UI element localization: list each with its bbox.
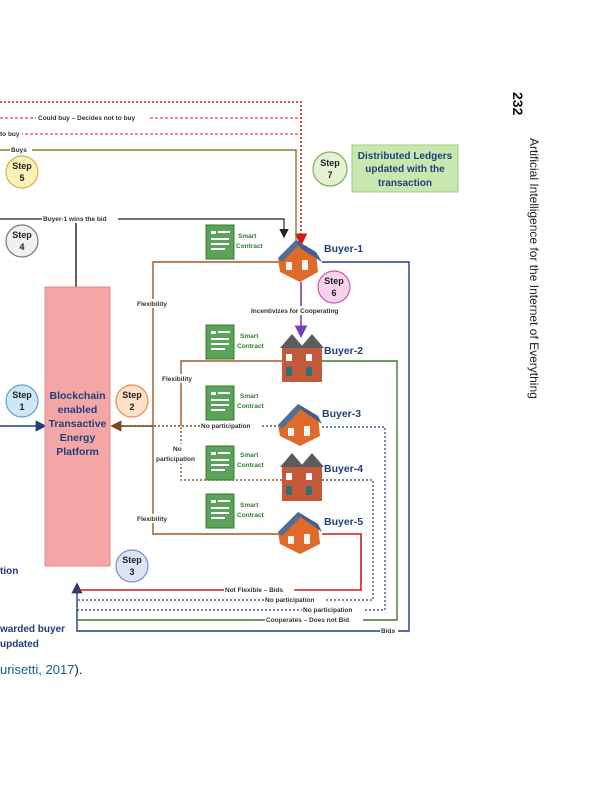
flex2-text: Flexibility (162, 376, 192, 383)
buyer-1-house (278, 240, 322, 282)
wins-bid-text: Buyer-1 wins the bid (43, 216, 107, 223)
sc5-line2: Contract (237, 512, 265, 519)
buyer-3-house (278, 404, 322, 446)
sc2-line2: Contract (237, 343, 265, 350)
step3-num: 3 (129, 567, 134, 577)
citation-line: urisetti, 2017). (0, 662, 82, 677)
bottom-labels: Not Flexible – Bids No participation No … (224, 585, 398, 635)
buyer-3-label: Buyer-3 (322, 408, 361, 420)
step4-num: 4 (19, 242, 24, 252)
to-buy-text: to buy (0, 131, 20, 138)
flex3-text: Flexibility (137, 516, 167, 523)
step5-num: 5 (19, 173, 24, 183)
buys-text: Buys (11, 147, 27, 154)
not-flexible-text: Not Flexible – Bids (225, 587, 284, 594)
sc4-line1: Smart (240, 452, 259, 459)
platform-line4: Energy (60, 432, 96, 444)
platform-line3: Transactive (49, 418, 107, 430)
incentive-arrow: Incentivizes for Cooperating (250, 282, 352, 339)
step4-word: Step (12, 230, 32, 240)
ledger-line1: Distributed Ledgers (358, 151, 453, 162)
label-wins-bid: Buyer-1 wins the bid (42, 214, 118, 223)
no-part-mid-text: No participation (201, 423, 251, 430)
no-part-b4-line2: participation (156, 456, 195, 463)
sc4-line2: Contract (237, 462, 265, 469)
sc2-line1: Smart (240, 333, 259, 340)
cooperates-text: Cooperates – Does not Bid (266, 617, 349, 624)
step-5-circle: Step 5 (5, 155, 39, 189)
sc1-line1: Smart (238, 233, 257, 240)
page-number: 232 (510, 92, 526, 115)
sc5-line1: Smart (240, 502, 259, 509)
left-tion-text: tion (0, 566, 18, 577)
left-awarded-text: warded buyer (0, 624, 65, 635)
platform-line1: Blockchain (49, 390, 105, 402)
smart-contract-2: Smart Contract (205, 324, 265, 360)
step7-word: Step (320, 158, 340, 168)
sc3-line1: Smart (240, 393, 259, 400)
smart-contract-3: Smart Contract (205, 385, 265, 421)
label-could-buy: Could buy – Decides not to buy (36, 113, 148, 122)
top-flow-lines (0, 101, 308, 287)
incentivizes-text: Incentivizes for Cooperating (251, 308, 338, 315)
no-part-bottom2-text: No participation (303, 607, 353, 614)
ledger-box: Distributed Ledgers updated with the tra… (351, 144, 459, 193)
sc3-line2: Contract (237, 403, 265, 410)
citation-suffix: ). (74, 662, 83, 677)
step-2-circle: Step 2 (115, 384, 149, 418)
smart-contract-5: Smart Contract (205, 493, 265, 529)
step5-word: Step (12, 161, 32, 171)
platform-line2: enabled (58, 404, 98, 416)
buyer-2-house (280, 334, 324, 382)
step-6-circle: Step 6 (317, 270, 351, 304)
sc1-line2: Contract (236, 243, 264, 250)
buyer-5-label: Buyer-5 (324, 516, 363, 528)
step1-word: Step (12, 390, 32, 400)
platform-box: Blockchain enabled Transactive Energy Pl… (44, 286, 111, 567)
ledger-line3: transaction (378, 178, 432, 189)
smart-contract-4: Smart Contract (205, 445, 265, 481)
buyer-4-house (280, 453, 324, 501)
step1-num: 1 (19, 402, 24, 412)
label-buys: Buys (10, 145, 32, 154)
step2-word: Step (122, 390, 142, 400)
buyer-1-label: Buyer-1 (324, 243, 363, 255)
step-7-circle: Step 7 (312, 151, 348, 187)
no-part-b4-line1: No (173, 446, 182, 453)
step2-num: 2 (129, 402, 134, 412)
buyer-2-label: Buyer-2 (324, 345, 363, 357)
buyer-5-house (278, 512, 322, 554)
step-4-circle: Step 4 (5, 224, 39, 258)
step7-num: 7 (327, 170, 332, 180)
buyer-4-label: Buyer-4 (324, 463, 363, 475)
running-head: Artificial Intelligence for the Internet… (527, 138, 541, 399)
step-1-circle: Step 1 (5, 384, 39, 418)
step-3-circle: Step 3 (115, 549, 149, 583)
return-lines (71, 261, 410, 632)
bids-text: Bids (381, 628, 395, 635)
left-updated-text: updated (0, 639, 39, 650)
flexibility-labels: Flexibility Flexibility Flexibility No p… (136, 299, 262, 523)
step3-word: Step (122, 555, 142, 565)
platform-line5: Platform (56, 446, 99, 458)
running-head-text: Artificial Intelligence for the Internet… (527, 138, 541, 399)
citation-link[interactable]: urisetti, 2017 (0, 662, 75, 677)
could-buy-text: Could buy – Decides not to buy (38, 115, 136, 122)
smart-contract-1: Smart Contract (205, 224, 264, 260)
step6-num: 6 (331, 288, 336, 298)
label-to-buy: to buy (0, 129, 22, 138)
step6-word: Step (324, 276, 344, 286)
ledger-line2: updated with the (365, 164, 445, 175)
page-number-text: 232 (510, 92, 526, 116)
no-part-bottom1-text: No participation (265, 597, 315, 604)
flex1-text: Flexibility (137, 301, 167, 308)
